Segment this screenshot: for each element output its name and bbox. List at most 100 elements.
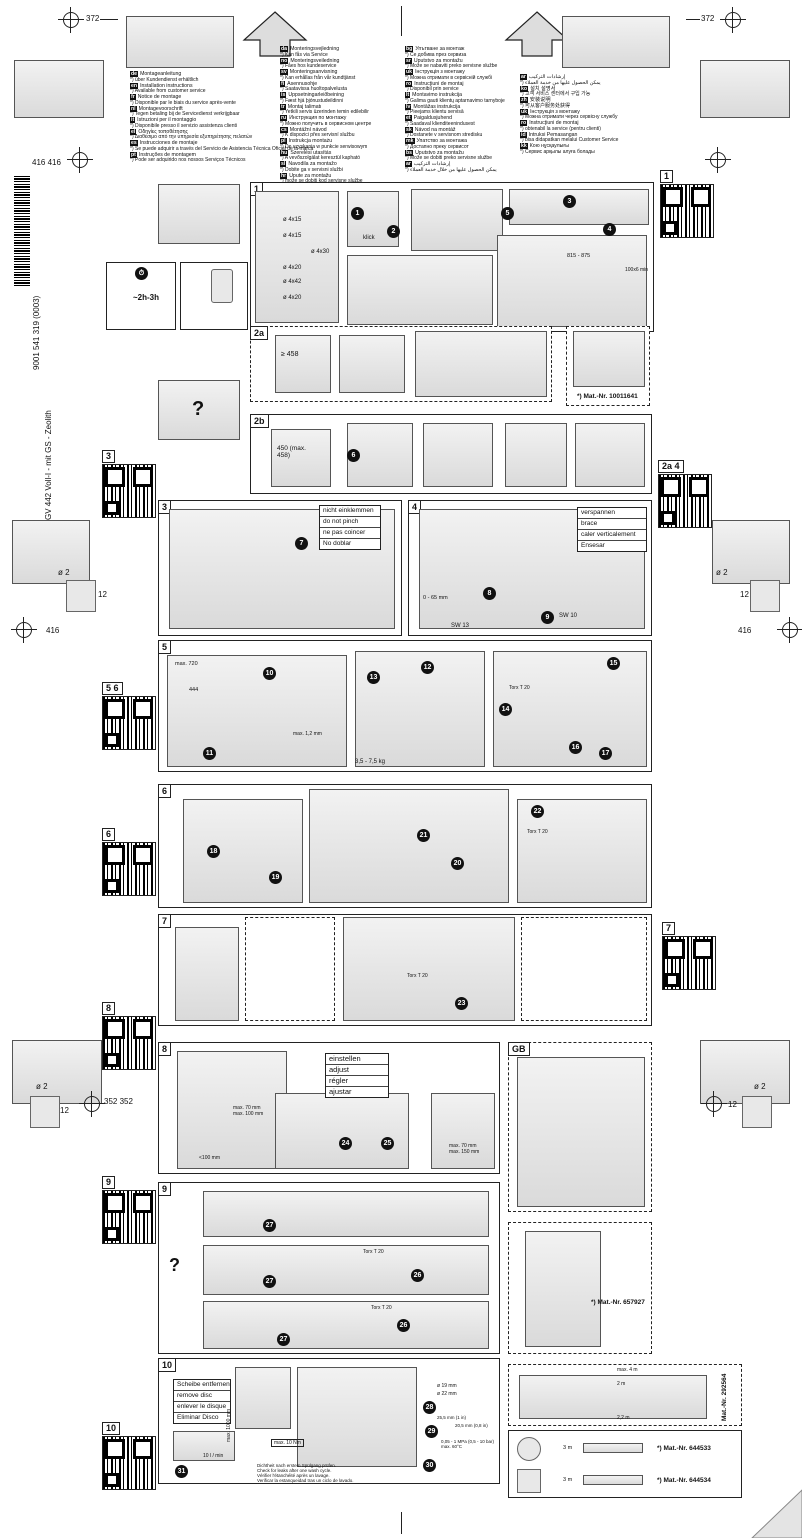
lang-code: ar (405, 161, 412, 167)
qr-code-8[interactable] (102, 1016, 156, 1070)
lang-service: *) Fæst hjá þjónustudeildinni (280, 97, 344, 104)
pinch-warning-en: do not pinch (320, 517, 380, 528)
lang-title: Упътване за монтаж (415, 46, 465, 52)
qr-code-7[interactable] (662, 936, 716, 990)
qr-code-10[interactable] (102, 1436, 156, 1490)
brace-warning-de: verspannen (578, 508, 646, 519)
cabinet-3-illustration (415, 331, 547, 397)
drill-dia-right: ø 2 (716, 568, 728, 577)
cabinet-width-illustration (275, 335, 331, 393)
lang-service: *) A vevőszolgálat keresztül kapható (280, 155, 361, 162)
pinch-warning-es: No doblar (323, 540, 352, 547)
hose-2-2m: 2,2 m (617, 1415, 630, 1421)
lang-title: Monteringsanvisning (289, 69, 338, 75)
step-19-badge: 19 (269, 871, 282, 884)
registration-mark-tl (58, 7, 84, 33)
section-number: 8 (158, 1042, 172, 1056)
wrong-illustration (575, 423, 645, 487)
lang-title: Montážní návod (289, 126, 327, 133)
dim-line-tr (686, 19, 700, 20)
lang-code: fr (130, 94, 136, 100)
remove-disc-es: Eliminar Disco (177, 1414, 219, 1421)
lang-service: *) يمكن الحصول عليها من خلال خدمة العملا… (405, 166, 497, 173)
step-16-badge: 16 (569, 741, 582, 754)
power-cable-2 (583, 1475, 643, 1485)
mat-nr-2a: *) Mat.-Nr. 10011641 (577, 393, 638, 400)
mat-nr-side-panel: *) Mat.-Nr. 657927 (591, 1299, 645, 1306)
qr-code-2a4[interactable] (658, 474, 712, 528)
leak-check-text: Dichtheit nach erstem Spülgang prüfen. C… (257, 1463, 354, 1483)
drill-hole-left-2 (30, 1096, 60, 1128)
lang-service: *) Fåes hos kundeservice (280, 63, 337, 70)
lang-code: no (280, 57, 289, 64)
leak-check-fr: Vérifier l'étanchéité après un lavage. (257, 1473, 330, 1478)
lang-title: Asennusohje (287, 80, 318, 87)
lang-service: *) Pieejams klientu servisā (405, 109, 464, 116)
door-position-illustration (175, 927, 239, 1021)
cabinet-depth-illustration (271, 429, 331, 487)
qr-code-1[interactable] (660, 184, 714, 238)
gap-max-70-right: max. 70 mm (449, 1143, 477, 1149)
screw-label-3: ø 4x20 (283, 265, 302, 271)
lang-service: *) obtenabil la service (pentru clienti) (520, 125, 601, 132)
door-max-height: max. 720 (175, 661, 198, 667)
qr-code-6[interactable] (102, 842, 156, 896)
section-number: GB (508, 1042, 530, 1056)
step-22-badge: 22 (531, 805, 544, 818)
section-number: 4 (408, 500, 422, 514)
lang-code: is (280, 92, 287, 98)
step-21-badge: 21 (417, 829, 430, 842)
power-cable-1 (583, 1443, 643, 1453)
lang-title: Упатство за монтажа (416, 138, 468, 144)
lang-service: *) Može se dobiti preko servisne službe (405, 155, 492, 162)
step-10-badge: 10 (263, 667, 276, 680)
lang-service: *) Достапно преку сервисот (405, 143, 469, 150)
lang-title: Instrucţiuni de montaj (414, 80, 464, 87)
lang-title: Uppsetningarleiðbeining (288, 92, 344, 98)
qr-code-3[interactable] (102, 464, 156, 518)
section-2a: 2a ≥ 458 (250, 326, 552, 402)
step-17-badge: 17 (599, 747, 612, 760)
qr-label-3: 3 (102, 450, 116, 463)
model-line: GV 442 Voll-I - mit GS - Zeolith (44, 410, 53, 520)
gap-check-illustration (177, 1051, 287, 1169)
registration-mark-r3 (701, 1091, 727, 1117)
plinth-option-3 (203, 1301, 489, 1349)
step-31-badge: 31 (175, 1465, 188, 1478)
qr-code-9[interactable] (102, 1190, 156, 1244)
lang-service: *) Može se nabaviti preko servisne služb… (405, 63, 498, 70)
checks-illustration (509, 189, 649, 225)
lang-service: *) Do uzyskania w punkcie serwisowym (280, 143, 368, 150)
lang-title: Инструкция по монтажу (289, 115, 347, 121)
lang-title: Кою нұсқаулығы (529, 143, 570, 149)
step-25-badge: 25 (381, 1137, 394, 1150)
step-4-badge: 4 (603, 223, 616, 236)
flow-rate: 10 l / min (203, 1453, 224, 1459)
cabinet-panel-illustration-left (126, 16, 234, 68)
qr-code-56[interactable] (102, 696, 156, 750)
lang-service: *) Pode ser adquirido nos nossos Serviço… (130, 157, 246, 164)
drain-connection-illustration (235, 1367, 291, 1429)
section-number: 6 (158, 784, 172, 798)
lang-title: Instrucţiuni de montaj (529, 120, 579, 126)
lang-title: إرشادات التركيب (413, 161, 451, 167)
gap-max-70: max. 70 mm (233, 1105, 261, 1111)
lang-service: *) Available from customer service (130, 88, 206, 95)
qr-label-2a4: 2a 4 (658, 460, 684, 473)
lang-service: *) يمكن الحصول عليها من خدمة العملاء (520, 79, 601, 86)
adjust-right-panel (521, 917, 647, 1021)
lang-service: *) Saatavissa huoltopalvelusta (280, 86, 347, 93)
